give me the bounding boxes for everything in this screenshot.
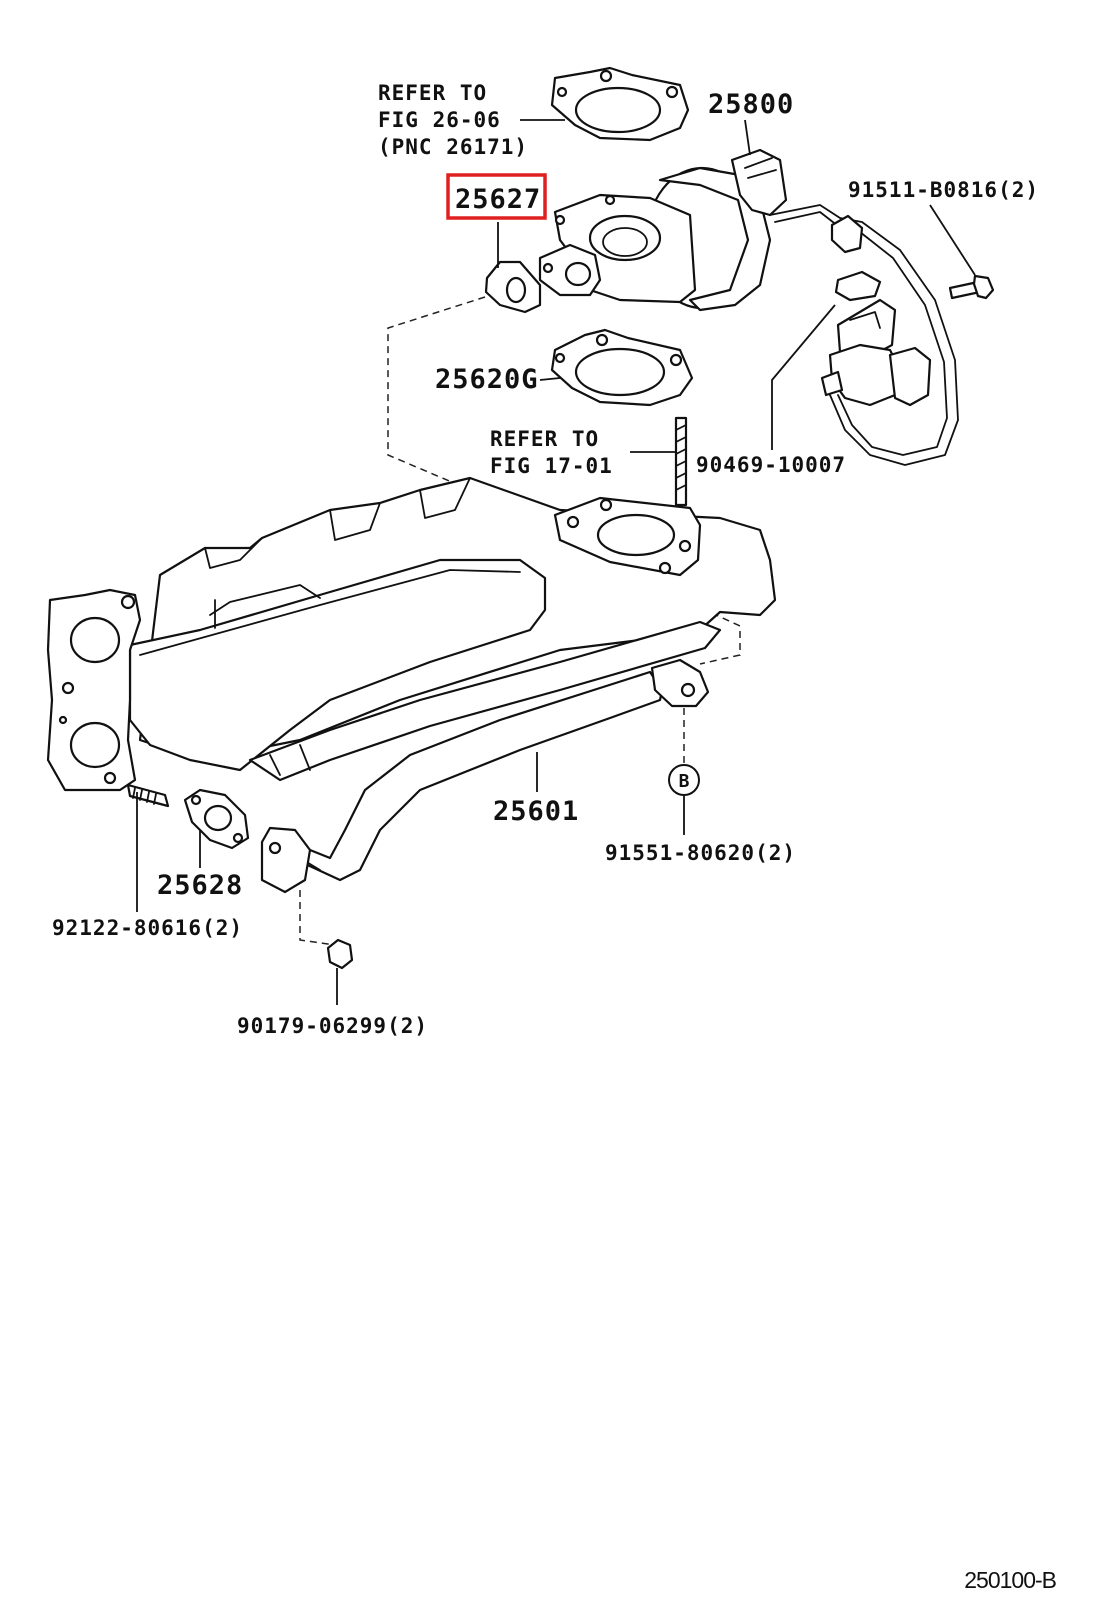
egr-pipe-25601: [260, 658, 710, 894]
gasket-25628: [183, 788, 250, 850]
part-label-90469: 90469-10007: [696, 453, 846, 477]
top-gasket: [550, 66, 690, 142]
vacuum-hose: [769, 204, 959, 466]
leader-lines: [136, 119, 976, 1005]
part-label-91511: 91511-B0816(2): [848, 178, 1039, 202]
refer-fig-26-line1: REFER TO: [378, 81, 487, 105]
gasket-25620g: [550, 328, 694, 407]
refer-fig-26-line3: (PNC 26171): [378, 135, 528, 159]
intake-manifold: [46, 476, 777, 792]
part-label-91551: 91551-80620(2): [605, 841, 796, 865]
refer-fig-17-line1: REFER TO: [490, 427, 599, 451]
spacer-25627: [484, 260, 542, 314]
stud-fig17: [674, 416, 688, 507]
part-label-25800: 25800: [708, 89, 794, 120]
part-label-92122: 92122-80616(2): [52, 916, 243, 940]
highlight-box-25627: [446, 173, 547, 220]
figure-code: 250100-B: [964, 1567, 1056, 1593]
b-marker-label: B: [679, 771, 690, 792]
part-label-25627: 25627: [455, 184, 541, 215]
nut-90179: [326, 938, 354, 970]
stud-92122: [126, 783, 170, 808]
part-label-25620g: 25620G: [435, 364, 539, 395]
refer-fig-26-line2: FIG 26-06: [378, 108, 501, 132]
refer-fig-26-06-note: REFER TO FIG 26-06 (PNC 26171): [378, 81, 528, 159]
part-label-25601: 25601: [493, 796, 579, 827]
refer-fig-17-line2: FIG 17-01: [490, 454, 613, 478]
refer-fig-17-01-note: REFER TO FIG 17-01: [490, 427, 613, 478]
part-label-90179: 90179-06299(2): [237, 1014, 428, 1038]
vsv-90469: [820, 270, 932, 407]
b-marker: B: [668, 764, 700, 796]
part-label-25628: 25628: [157, 870, 243, 901]
bolt-91511: [948, 274, 995, 300]
egr-valve-25800: [538, 148, 788, 312]
